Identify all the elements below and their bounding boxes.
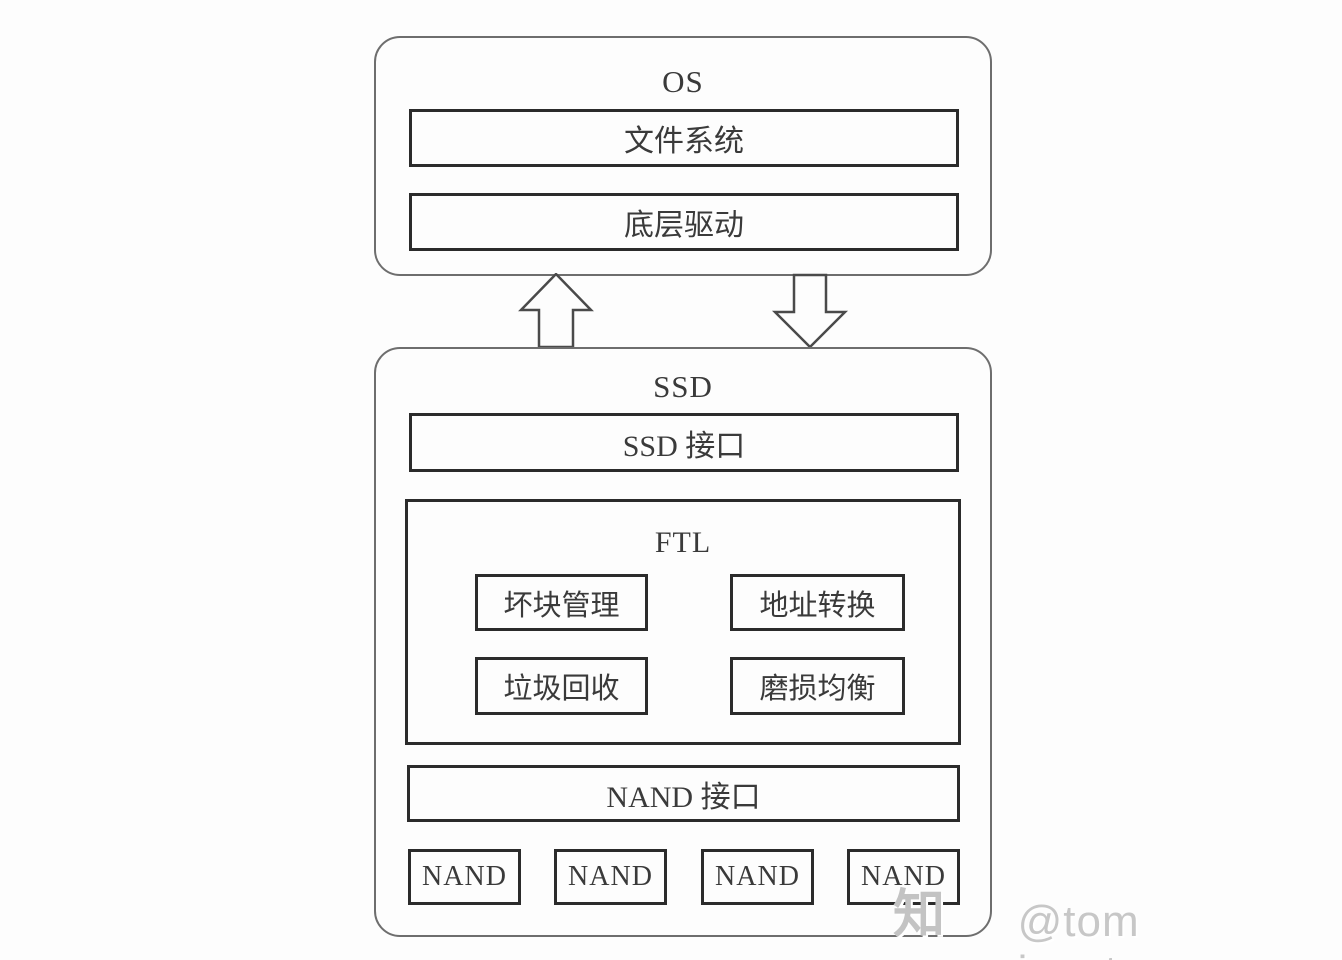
file-system-label: 文件系统 xyxy=(624,125,744,158)
nand-chip-box: NAND xyxy=(408,849,521,905)
low-level-driver-box: 底层驱动 xyxy=(409,193,959,251)
ssd-container-box: SSD SSD 接口 FTL 坏块管理 地址转换 垃圾回收 磨损均衡 NAND … xyxy=(374,347,992,937)
watermark-handle: @tom innetease xyxy=(1017,897,1217,960)
nand-chip-box: NAND xyxy=(847,849,960,905)
nand-chip-label: NAND xyxy=(861,861,946,892)
ftl-module-label: 地址转换 xyxy=(759,589,876,622)
nand-interface-box: NAND 接口 xyxy=(407,765,960,822)
ftl-module-label: 磨损均衡 xyxy=(759,673,876,705)
low-level-driver-label: 底层驱动 xyxy=(624,209,744,242)
nand-chip-box: NAND xyxy=(701,849,814,905)
ftl-module-wear-leveling: 磨损均衡 xyxy=(730,657,905,715)
ftl-module-garbage-collection: 垃圾回收 xyxy=(475,657,648,715)
os-container-box: OS 文件系统 底层驱动 xyxy=(374,36,992,276)
up-arrow-icon xyxy=(518,273,594,349)
nand-chip-label: NAND xyxy=(422,861,507,892)
os-title: OS xyxy=(662,64,704,99)
nand-chip-label: NAND xyxy=(715,861,800,892)
ftl-module-address-translation: 地址转换 xyxy=(730,574,905,631)
nand-chip-box: NAND xyxy=(554,849,667,905)
ftl-box: FTL 坏块管理 地址转换 垃圾回收 磨损均衡 xyxy=(405,499,961,745)
file-system-box: 文件系统 xyxy=(409,109,959,167)
ftl-module-bad-block-management: 坏块管理 xyxy=(475,574,648,631)
ssd-interface-box: SSD 接口 xyxy=(409,413,959,472)
ftl-module-label: 垃圾回收 xyxy=(503,673,620,705)
nand-chip-label: NAND xyxy=(568,861,653,892)
ssd-title: SSD xyxy=(653,369,713,404)
ftl-title: FTL xyxy=(654,526,712,559)
nand-interface-label: NAND 接口 xyxy=(606,780,761,814)
ssd-interface-label: SSD 接口 xyxy=(622,429,746,463)
ftl-module-label: 坏块管理 xyxy=(503,589,620,622)
down-arrow-icon xyxy=(771,273,849,349)
